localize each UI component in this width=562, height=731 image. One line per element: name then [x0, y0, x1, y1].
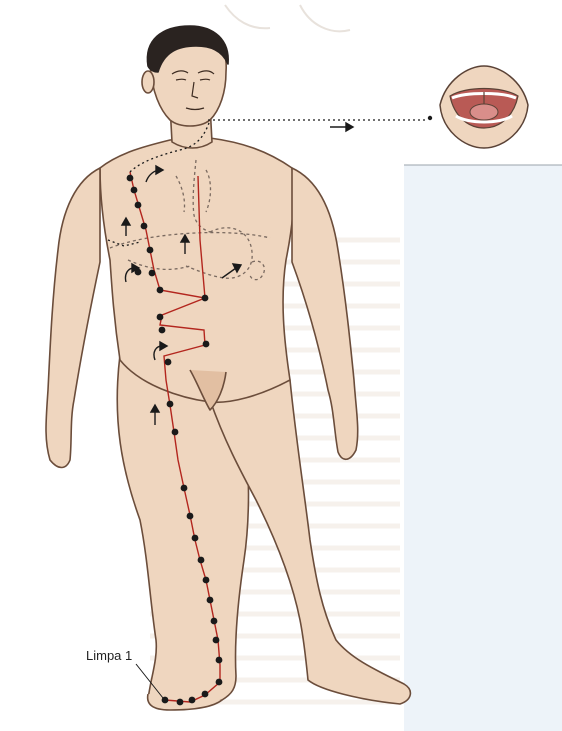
acupoint-dot-icon [203, 341, 210, 348]
acupoint-dot-icon [203, 577, 210, 584]
acupoint-dot-icon [135, 202, 142, 209]
acupoint-dot-icon [198, 557, 205, 564]
acupoint-dot-icon [207, 597, 214, 604]
acupoint-dot-icon [157, 314, 164, 321]
acupoint-dot-icon [181, 485, 188, 492]
acupoint-dot-icon [149, 270, 156, 277]
acupoint-dot-icon [189, 697, 196, 704]
acupoint-dot-icon [141, 223, 148, 230]
page-overlay-panel [404, 165, 562, 731]
acupoint-dot-icon [131, 187, 138, 194]
acupoint-dot-icon [187, 513, 194, 520]
acupoint-dot-icon [165, 359, 172, 366]
acupoint-dot-icon [192, 535, 199, 542]
acupoint-dot-icon [159, 327, 166, 334]
acupoint-dot-icon [202, 691, 209, 698]
acupoint-dot-icon [202, 295, 209, 302]
acupoint-dot-icon [172, 429, 179, 436]
acupoint-dot-icon [157, 287, 164, 294]
acupoint-dot-icon [216, 679, 223, 686]
acupoint-dot-icon [216, 657, 223, 664]
ear [142, 71, 154, 93]
acupoint-dot-icon [177, 699, 184, 706]
acupoint-dot-icon [147, 247, 154, 254]
acupoint-dot-icon [167, 401, 174, 408]
acupoint-dot-icon [213, 637, 220, 644]
acupoint-dot-icon [211, 618, 218, 625]
acupoint-dot-icon [127, 175, 134, 182]
acupoint-label: Limpa 1 [86, 648, 132, 663]
